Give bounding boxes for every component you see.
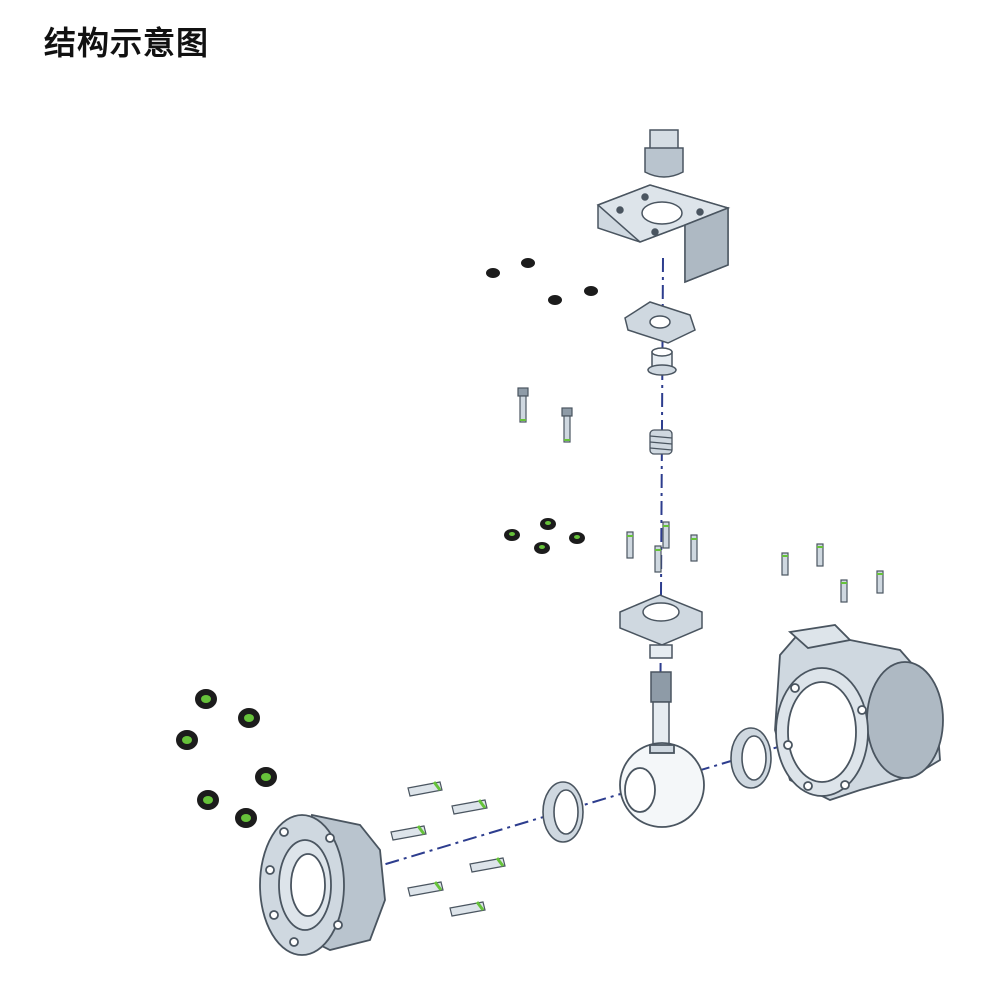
packing-sleeve — [647, 347, 677, 376]
bonnet-studs — [626, 521, 698, 573]
gland-plate — [624, 301, 696, 344]
flange-stud-threads — [416, 781, 505, 911]
valve-ball — [619, 742, 705, 828]
page-title: 结构示意图 — [44, 24, 210, 62]
valve-end-cap-left — [259, 813, 386, 956]
middle-nuts — [504, 518, 585, 554]
flange-studs — [390, 781, 506, 917]
bonnet-stud-threads — [627, 525, 697, 551]
mounting-bracket — [596, 184, 731, 284]
stem-spring — [649, 429, 673, 455]
body-stud-threads — [782, 546, 883, 584]
gland-bolts — [517, 387, 573, 443]
stem-drive-part — [644, 129, 684, 178]
valve-stem — [650, 671, 672, 751]
upper-nuts — [486, 258, 598, 305]
body-studs — [781, 543, 884, 603]
seat-rings — [542, 727, 772, 843]
flange-nuts — [176, 689, 277, 828]
bonnet-flange — [619, 594, 703, 659]
valve-body-right — [774, 624, 944, 801]
